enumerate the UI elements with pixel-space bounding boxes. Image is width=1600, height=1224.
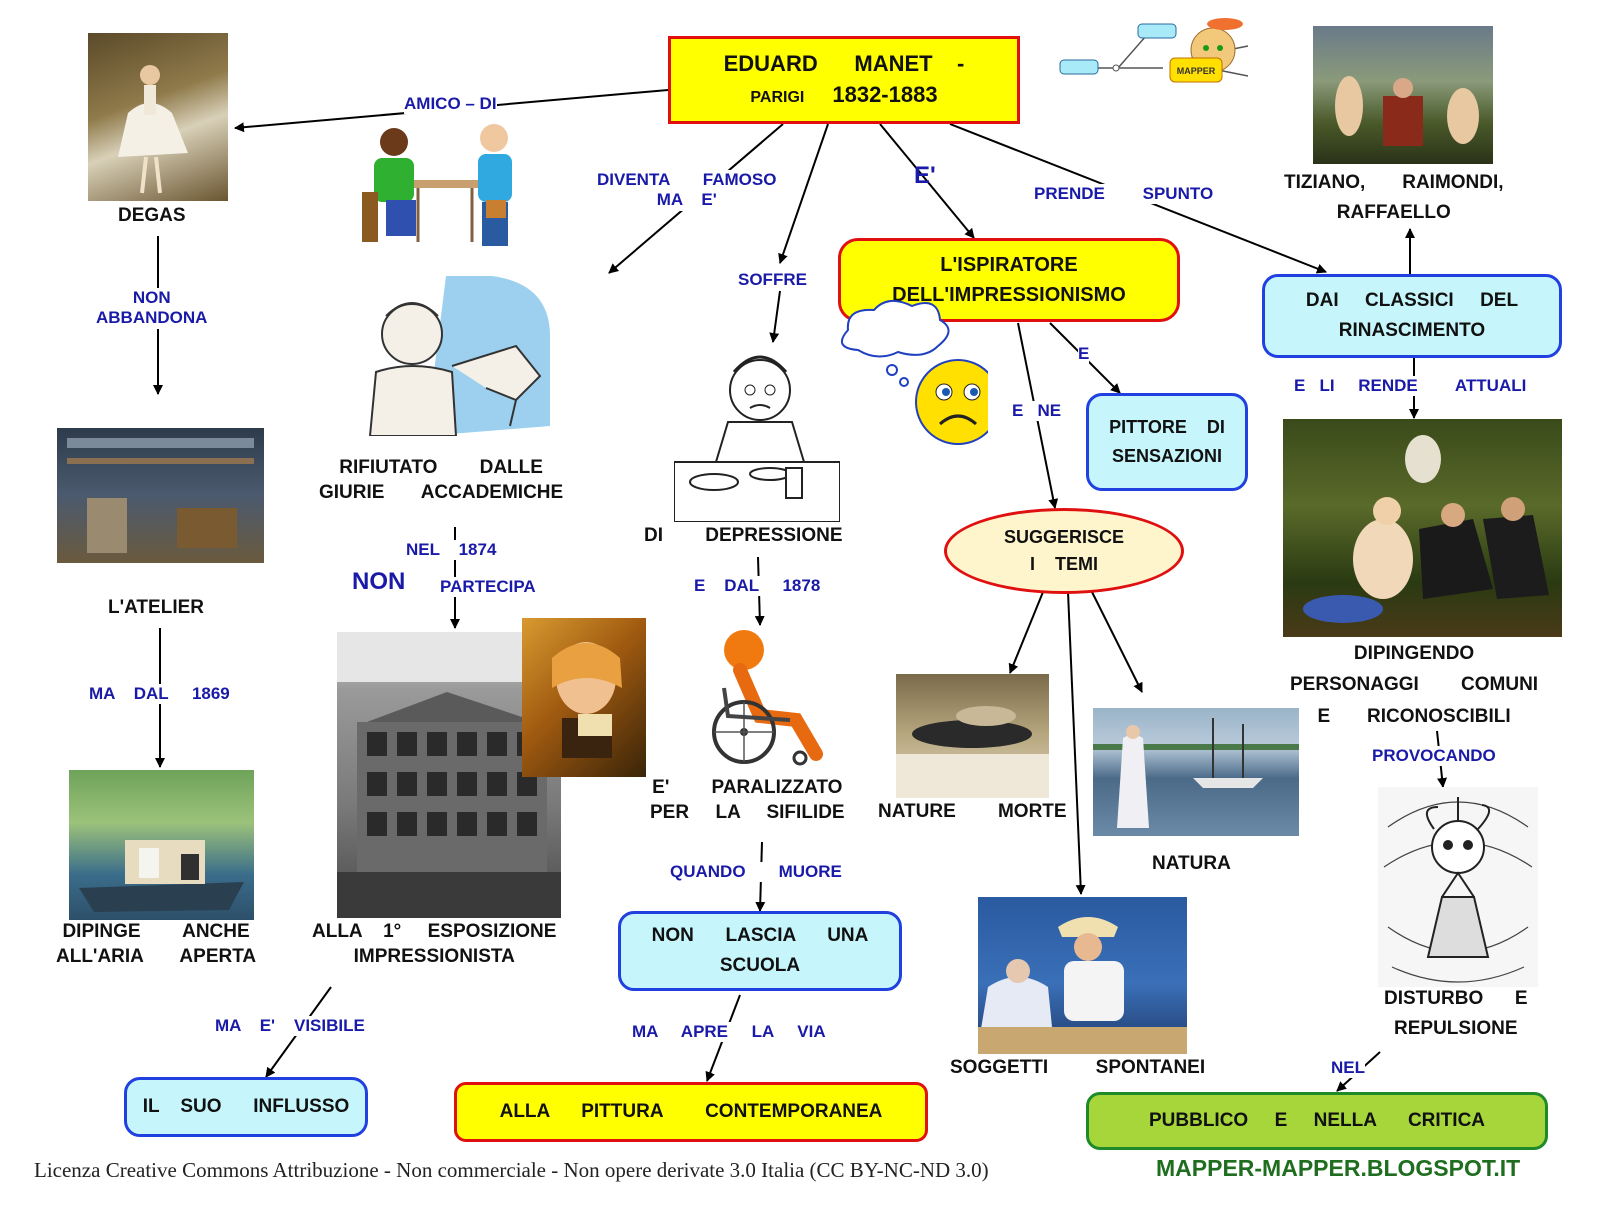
node-suggerisce-i-temi: SUGGERISCE I TEMI bbox=[944, 508, 1184, 594]
edge-manet-soffre bbox=[778, 123, 829, 264]
depressed-man-clipart bbox=[674, 355, 840, 522]
link-soffre: SOFFRE bbox=[738, 270, 807, 291]
grotesque-figure-clipart bbox=[1378, 787, 1538, 987]
node-alla-pittura-contemporanea: ALLA PITTURA CONTEMPORANEA bbox=[454, 1082, 928, 1142]
wheelchair-figure-clipart bbox=[712, 630, 823, 766]
link-nel-1874: NEL 1874 bbox=[406, 540, 497, 561]
link-ma-dal-1869: MA DAL 1869 bbox=[89, 684, 230, 705]
license-text: Licenza Creative Commons Attribuzione - … bbox=[34, 1158, 989, 1182]
link-diventa-famoso: DIVENTA FAMOSO MA E' bbox=[597, 170, 777, 211]
link-e-dal-1878: E DAL 1878 bbox=[694, 576, 821, 597]
still-life-painting bbox=[896, 674, 1049, 798]
boating-painting bbox=[978, 897, 1187, 1054]
node-atelier: L'ATELIER bbox=[108, 597, 204, 618]
blog-url[interactable]: MAPPER-MAPPER.BLOGSPOT.IT bbox=[1156, 1155, 1521, 1181]
degas-dancer-painting bbox=[88, 33, 228, 201]
link-e-large: E' bbox=[914, 162, 936, 189]
manet-title-name: EDUARD MANET - bbox=[723, 51, 965, 77]
manet-title-box: EDUARD MANET - PARIGI 1832-1883 bbox=[668, 36, 1020, 124]
node-disturbo-repulsione: DISTURBO E REPULSIONE bbox=[1384, 988, 1528, 1040]
atelier-photo bbox=[57, 428, 264, 563]
node-rifiutato: RIFIUTATO DALLE GIURIE ACCADEMICHE bbox=[319, 457, 564, 503]
node-dipingendo-personaggi: DIPINGENDO PERSONAGGI COMUNI E RICONOSCI… bbox=[1290, 643, 1539, 727]
link-amico-di: AMICO – DI bbox=[404, 94, 497, 115]
node-tiziano-raimondi-raffaello: TIZIANO, RAIMONDI, RAFFAELLO bbox=[1284, 172, 1504, 224]
renoir-reading-girl-painting bbox=[522, 618, 646, 777]
dejeuner-sur-lherbe-painting bbox=[1283, 419, 1562, 637]
node-di-depressione: DI DEPRESSIONE bbox=[644, 525, 843, 546]
link-non-abbandona: NON ABBANDONA bbox=[96, 288, 208, 329]
link-partecipa: PARTECIPA bbox=[440, 577, 536, 598]
node-non-lascia-scuola: NON LASCIA UNA SCUOLA bbox=[618, 911, 902, 991]
node-ispiratore-text: L'ISPIRATORE DELL'IMPRESSIONISMO bbox=[892, 254, 1126, 306]
node-il-suo-influsso: IL SUO INFLUSSO bbox=[124, 1077, 368, 1137]
edge-suggerisce-soggetti bbox=[1067, 591, 1086, 895]
rejecting-judge-clipart bbox=[366, 276, 550, 436]
link-e-ne: E NE bbox=[1012, 401, 1062, 422]
manet-title-years: 1832-1883 bbox=[832, 82, 938, 107]
mapper-logo-text: MAPPER bbox=[1177, 66, 1216, 76]
mapper-logo: MAPPER bbox=[1059, 18, 1249, 83]
seine-landscape-painting bbox=[1093, 708, 1299, 836]
node-pubblico-e-critica: PUBBLICO E NELLA CRITICA bbox=[1086, 1092, 1548, 1150]
node-esposizione: ALLA 1° ESPOSIZIONE IMPRESSIONISTA bbox=[312, 921, 557, 967]
node-dai-classici: DAI CLASSICI DEL RINASCIMENTO bbox=[1262, 274, 1562, 358]
edge-soffre-depressione bbox=[769, 290, 781, 343]
node-pittore-di-sensazioni: PITTORE DI SENSAZIONI bbox=[1086, 393, 1248, 491]
friends-clipart bbox=[362, 124, 512, 246]
pastoral-concert-painting bbox=[1313, 26, 1493, 164]
node-degas: DEGAS bbox=[118, 205, 186, 226]
monet-boat-painting bbox=[69, 770, 254, 920]
link-quando-muore: QUANDO MUORE bbox=[670, 862, 842, 883]
node-soggetti-spontanei: SOGGETTI SPONTANEI bbox=[950, 1057, 1206, 1078]
edge-suggerisce-natura bbox=[1089, 587, 1143, 693]
link-e-small: E bbox=[1078, 344, 1090, 365]
edge-manet-ispiratore bbox=[879, 123, 975, 239]
thought-cloud-sad-face bbox=[840, 299, 988, 445]
edge-suggerisce-nature bbox=[1008, 591, 1044, 674]
node-paralizzato: E' PARALIZZATO PER LA SIFILIDE bbox=[650, 777, 845, 823]
link-e-li-rende-attuali: E LI RENDE ATTUALI bbox=[1294, 376, 1527, 397]
node-non-large: NON bbox=[352, 568, 406, 595]
link-provocando: PROVOCANDO bbox=[1372, 746, 1496, 767]
node-nature-morte: NATURE MORTE bbox=[878, 801, 1067, 822]
node-dipinge-anche: DIPINGE ANCHE ALL'ARIA APERTA bbox=[56, 921, 257, 967]
node-natura: NATURA bbox=[1152, 853, 1231, 874]
link-nel: NEL bbox=[1331, 1058, 1365, 1079]
manet-title-city: PARIGI bbox=[750, 89, 805, 106]
link-prende-spunto: PRENDE SPUNTO bbox=[1034, 184, 1214, 205]
link-ma-apre-la-via: MA APRE LA VIA bbox=[632, 1022, 826, 1043]
link-ma-e-visibile: MA E' VISIBILE bbox=[215, 1016, 365, 1037]
